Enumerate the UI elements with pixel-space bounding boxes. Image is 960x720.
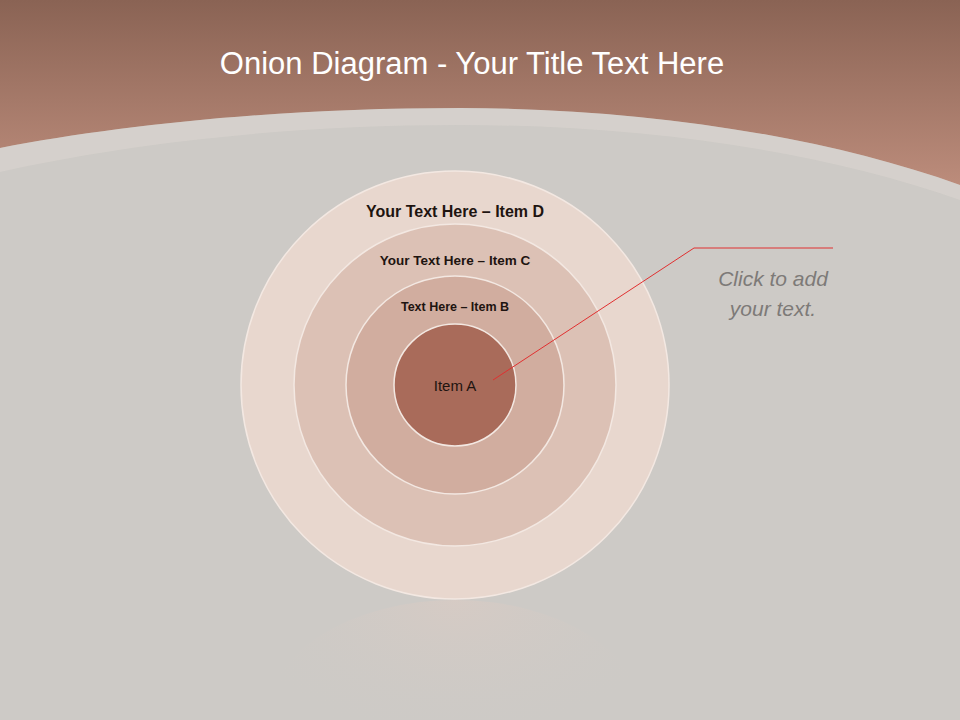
onion-ring: Your Text Here – Item D Your Text Here – … — [240, 170, 670, 600]
ring-label: Text Here – Item B — [401, 300, 509, 314]
ring-circle — [294, 224, 616, 546]
ring-circle — [241, 171, 669, 599]
ring-label: Your Text Here – Item C — [380, 253, 530, 268]
onion-core: Item A — [393, 323, 517, 447]
onion-ring: Your Text Here – Item C Text Here – Item … — [293, 223, 617, 547]
ring-label: Item A — [434, 377, 477, 394]
ring-circle — [346, 276, 564, 494]
onion-ring: Text Here – Item B Item A — [345, 275, 565, 495]
ring-circle — [394, 324, 516, 446]
slide-title: Onion Diagram - Your Title Text Here — [0, 46, 944, 82]
callout-text: Click to add your text. — [700, 264, 846, 324]
ring-label: Your Text Here – Item D — [366, 203, 544, 221]
